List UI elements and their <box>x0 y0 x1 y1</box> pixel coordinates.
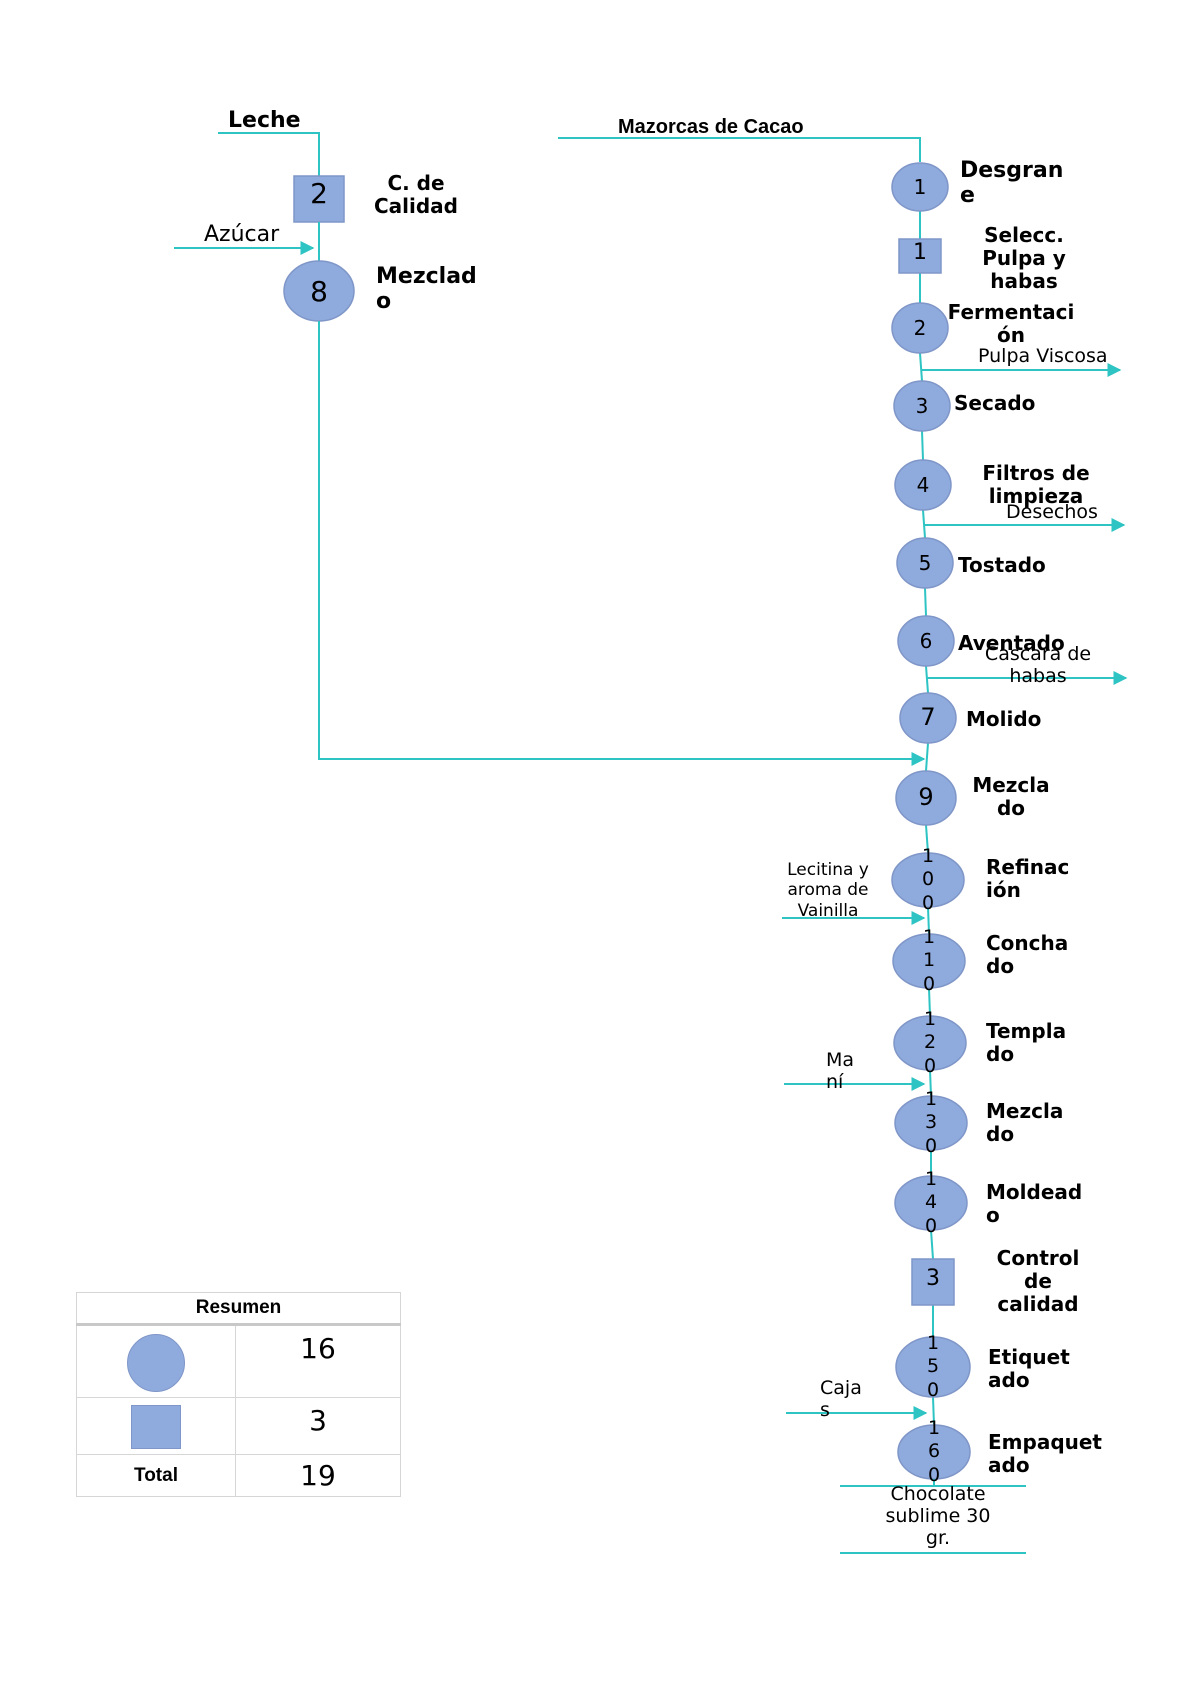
main-step-15-label: Control de calidad <box>996 1246 1080 1316</box>
leche-title: Leche <box>228 108 301 133</box>
summary-table: Resumen 16 3 Total 19 <box>76 1292 401 1497</box>
azucar-label: Azúcar <box>204 222 280 247</box>
output-cascara-label: Cascara de habas <box>984 643 1092 687</box>
flow-segment-4 <box>921 430 924 461</box>
main-step-9-label: Mezcla do <box>972 773 1050 820</box>
left-to-main-arrow <box>318 321 926 766</box>
inspection-2-label: C. de Calidad <box>373 171 458 218</box>
main-step-7-circle <box>897 615 955 667</box>
main-step-1-circle <box>891 162 949 212</box>
main-step-7-number: 6 <box>919 628 933 653</box>
main-step-11-label: Concha do <box>986 931 1069 978</box>
main-step-17-number: 1 6 0 <box>927 1417 941 1486</box>
main-step-13-label: Mezcla do <box>986 1099 1064 1146</box>
inspection-2-number: 2 <box>310 177 328 210</box>
flow-segment-14 <box>930 1229 934 1260</box>
main-step-11-circle <box>892 933 966 989</box>
input-lecitina-label: Lecitina y aroma de Vainilla <box>787 860 869 921</box>
main-step-14-label: Moldead o <box>986 1180 1083 1227</box>
main-step-14-circle <box>894 1175 968 1231</box>
input-mani-label: Ma ní <box>826 1049 855 1093</box>
inspection-symbol <box>131 1404 181 1449</box>
main-step-3-number: 2 <box>913 315 927 340</box>
main-step-4-label: Secado <box>954 391 1036 415</box>
main-step-10-number: 1 0 0 <box>921 845 935 914</box>
main-step-4-number: 3 <box>915 393 929 418</box>
total-count: 19 <box>235 1454 401 1497</box>
main-step-9-number: 9 <box>918 783 934 812</box>
main-step-15-number: 3 <box>926 1266 940 1291</box>
operation-8-number: 8 <box>310 275 328 308</box>
main-step-5-number: 4 <box>916 472 930 497</box>
flow-segment-7 <box>925 665 929 694</box>
main-step-5-label: Filtros de limpieza <box>982 461 1090 508</box>
cacao-input-line <box>558 137 921 162</box>
main-step-1-number: 1 <box>913 174 927 199</box>
main-step-1-label: Desgran e <box>960 158 1064 209</box>
main-step-3-label: Fermentaci ón <box>947 300 1075 347</box>
main-step-14-number: 1 4 0 <box>924 1168 938 1237</box>
main-step-9-circle <box>895 770 957 826</box>
product-label: Chocolate sublime 30 gr. <box>885 1483 991 1549</box>
inspection-count: 3 <box>235 1397 401 1455</box>
flow-segment-8 <box>925 742 929 772</box>
main-step-2-number: 1 <box>913 240 927 265</box>
main-step-5-circle <box>894 459 952 511</box>
leche-line <box>218 132 320 176</box>
main-step-16-number: 1 5 0 <box>926 1332 940 1401</box>
main-step-3-circle <box>891 302 949 354</box>
main-step-13-circle <box>894 1095 968 1151</box>
operation-8-label: Mezclad o <box>376 264 477 315</box>
main-step-10-circle <box>891 852 965 908</box>
main-step-10-label: Refinac ión <box>986 855 1070 902</box>
main-step-17-label: Empaquet ado <box>988 1430 1102 1477</box>
flow-segment-11 <box>928 987 931 1017</box>
main-step-6-label: Tostado <box>958 553 1046 577</box>
main-step-12-label: Templa do <box>986 1019 1067 1066</box>
input-cajas-label: Caja s <box>820 1377 862 1421</box>
cacao-title: Mazorcas de Cacao <box>618 116 804 138</box>
main-step-12-circle <box>893 1015 967 1071</box>
main-step-7-label: Aventado <box>958 631 1065 655</box>
output-desechos-label: Desechos <box>1006 501 1098 523</box>
main-step-12-number: 1 2 0 <box>923 1008 937 1077</box>
operation-symbol <box>127 1334 185 1392</box>
main-step-8-label: Molido <box>966 707 1042 731</box>
output-pulpa-label: Pulpa Viscosa <box>978 345 1108 367</box>
main-step-16-label: Etiquet ado <box>988 1345 1070 1392</box>
main-step-2-label: Selecc. Pulpa y habas <box>982 223 1066 293</box>
flow-segment-16 <box>932 1396 935 1426</box>
flow-segment-10 <box>927 906 930 935</box>
total-label: Total <box>76 1454 236 1497</box>
operation-count: 16 <box>235 1324 401 1398</box>
main-step-11-number: 1 1 0 <box>922 926 936 995</box>
main-step-6-number: 5 <box>918 550 932 575</box>
main-step-6-circle <box>896 537 954 589</box>
main-step-8-circle <box>899 692 957 744</box>
main-step-8-number: 7 <box>920 703 936 732</box>
flow-segment-3 <box>919 352 923 382</box>
main-step-16-circle <box>895 1336 971 1398</box>
main-step-4-circle <box>893 380 951 432</box>
main-step-15-square <box>911 1258 955 1306</box>
flow-segment-12 <box>929 1069 932 1097</box>
main-step-13-number: 1 3 0 <box>924 1088 938 1157</box>
main-step-2-square <box>898 238 942 274</box>
flow-segment-6 <box>924 587 927 617</box>
flow-segment-9 <box>925 824 929 854</box>
summary-title: Resumen <box>76 1292 401 1326</box>
